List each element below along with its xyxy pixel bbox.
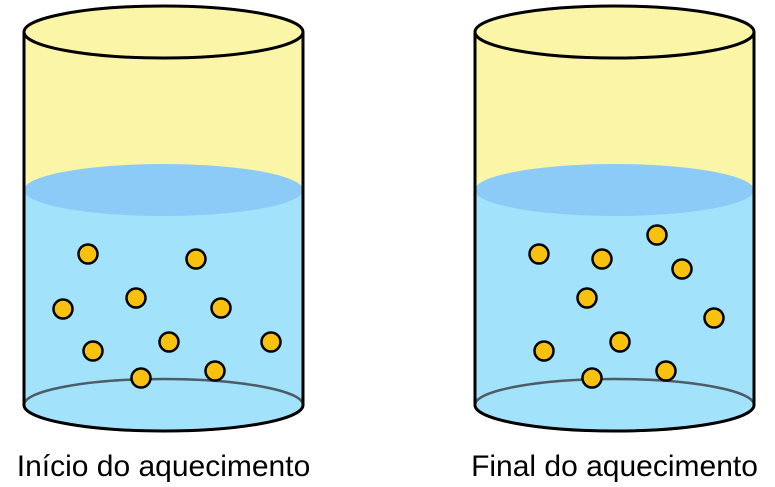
particle <box>591 248 613 270</box>
particle <box>125 287 147 309</box>
water-surface <box>475 164 754 216</box>
particle <box>82 340 104 362</box>
particle <box>703 307 725 329</box>
particle <box>130 367 152 389</box>
cylinder-end: Final do aquecimento <box>471 4 758 483</box>
particle <box>52 298 74 320</box>
particle <box>260 331 282 353</box>
particle <box>581 367 603 389</box>
particle <box>655 360 677 382</box>
particle <box>185 248 207 270</box>
particle <box>576 287 598 309</box>
particle <box>671 258 693 280</box>
cylinder-outline <box>22 32 305 433</box>
water-surface <box>24 164 303 216</box>
cylinder-start: Início do aquecimento <box>17 4 311 483</box>
particle <box>646 224 668 246</box>
particles <box>52 243 282 389</box>
particle <box>204 360 226 382</box>
particle <box>533 340 555 362</box>
particle <box>528 243 550 265</box>
particle <box>609 331 631 353</box>
cylinder-outline <box>473 32 756 433</box>
particles <box>528 224 725 389</box>
cylinder-top <box>22 4 305 60</box>
particle <box>210 297 232 319</box>
particle <box>77 243 99 265</box>
cylinder-top <box>473 4 756 60</box>
cylinder-caption: Final do aquecimento <box>471 450 758 483</box>
cylinder-caption: Início do aquecimento <box>17 450 311 483</box>
particle <box>158 331 180 353</box>
